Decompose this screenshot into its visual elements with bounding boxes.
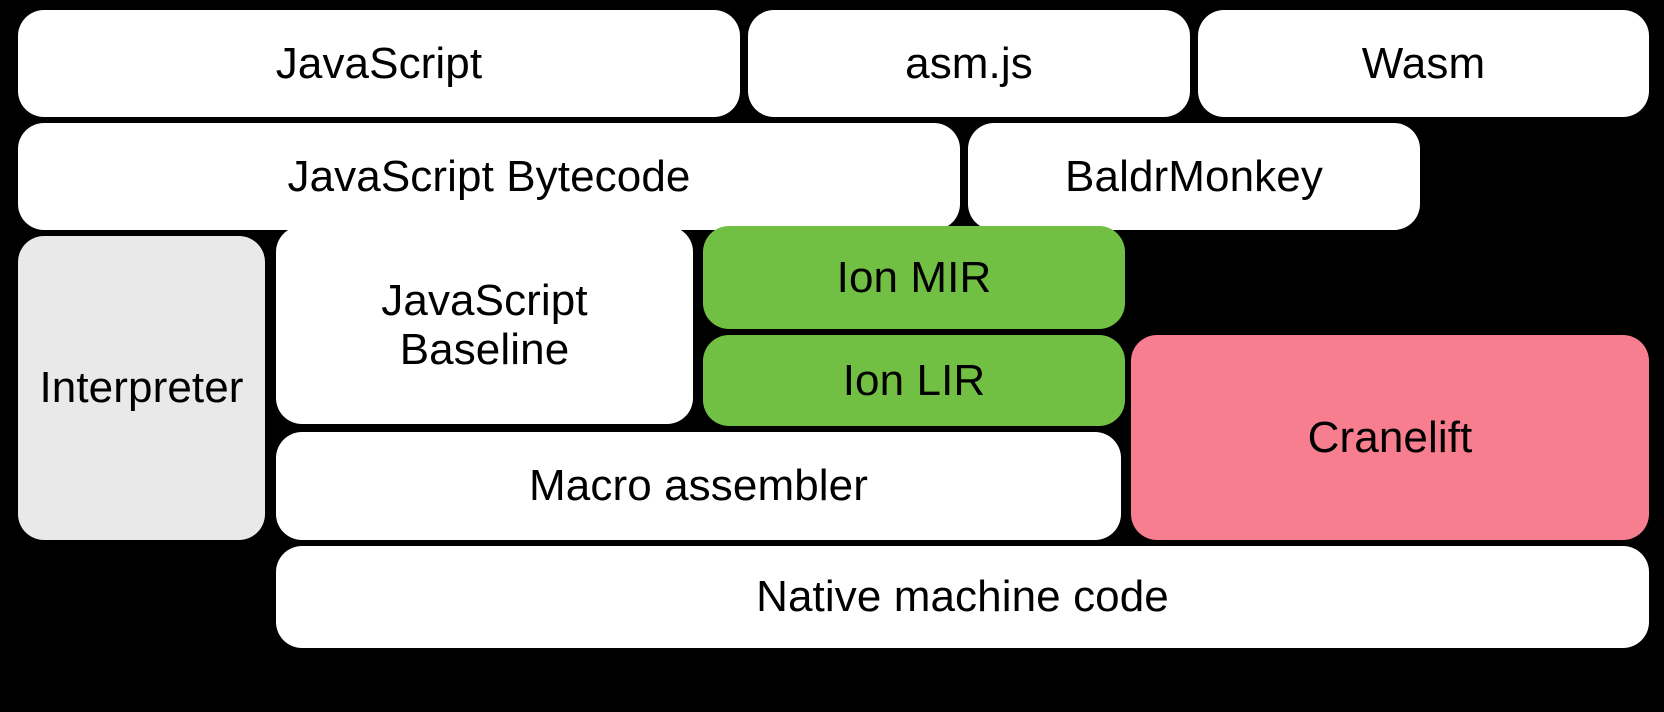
node-native-machine-code[interactable]: Native machine code (276, 546, 1649, 648)
node-interpreter[interactable]: Interpreter (18, 236, 265, 540)
node-baldrmonkey[interactable]: BaldrMonkey (968, 123, 1420, 230)
node-cranelift[interactable]: Cranelift (1131, 335, 1649, 540)
node-javascript[interactable]: JavaScript (18, 10, 740, 117)
node-asm-js[interactable]: asm.js (748, 10, 1190, 117)
node-macro-assembler[interactable]: Macro assembler (276, 432, 1121, 540)
node-ion-lir[interactable]: Ion LIR (703, 335, 1125, 426)
node-javascript-baseline[interactable]: JavaScript Baseline (276, 226, 693, 424)
node-javascript-bytecode[interactable]: JavaScript Bytecode (18, 123, 960, 230)
node-ion-mir[interactable]: Ion MIR (703, 226, 1125, 329)
node-wasm[interactable]: Wasm (1198, 10, 1649, 117)
